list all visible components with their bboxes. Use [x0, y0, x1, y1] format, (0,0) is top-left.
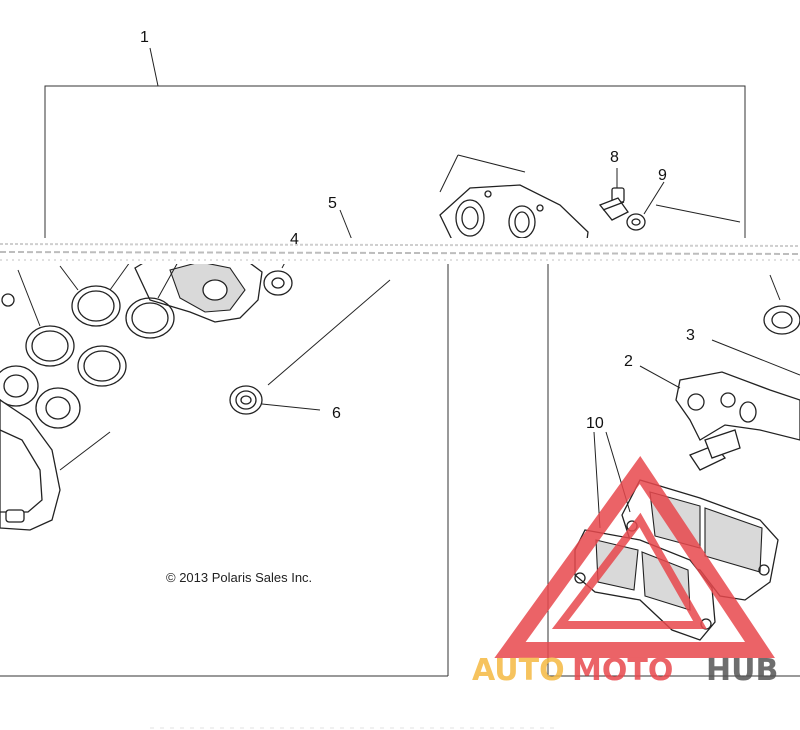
watermark-text-moto: MOTO: [572, 653, 673, 688]
bleeder-cap: [626, 181, 741, 231]
scan-band: [0, 238, 800, 264]
caliper-housing-upper: [439, 154, 589, 253]
callout-8: 8: [610, 149, 619, 166]
callout-2: 2: [624, 353, 633, 370]
callout-5: 5: [328, 195, 337, 212]
leader-5: [339, 209, 353, 241]
callout-1: 1: [140, 29, 149, 46]
callout-10: 10: [586, 415, 604, 432]
callout-9: 9: [658, 167, 667, 184]
caliper-body-lower: [0, 293, 61, 531]
diagram-frame: [0, 85, 800, 677]
grommet-right: [763, 274, 800, 335]
grommet: [229, 279, 391, 415]
callout-6: 6: [332, 405, 341, 422]
callout-3: 3: [686, 327, 695, 344]
bleeder-screw: [598, 168, 629, 221]
watermark-text-auto: AUTO: [472, 653, 565, 688]
callout-4: 4: [290, 231, 299, 248]
leader-1: [149, 47, 159, 87]
watermark-logo: AUTO MOTO HUB: [472, 455, 778, 688]
caliper-bracket: [639, 365, 800, 471]
piston-seal-stack: [0, 261, 179, 471]
watermark-triangle-icon: [494, 455, 775, 658]
leader-3: [711, 339, 800, 376]
copyright-text: © 2013 Polaris Sales Inc.: [166, 570, 312, 585]
watermark-text-hub: HUB: [706, 653, 778, 688]
